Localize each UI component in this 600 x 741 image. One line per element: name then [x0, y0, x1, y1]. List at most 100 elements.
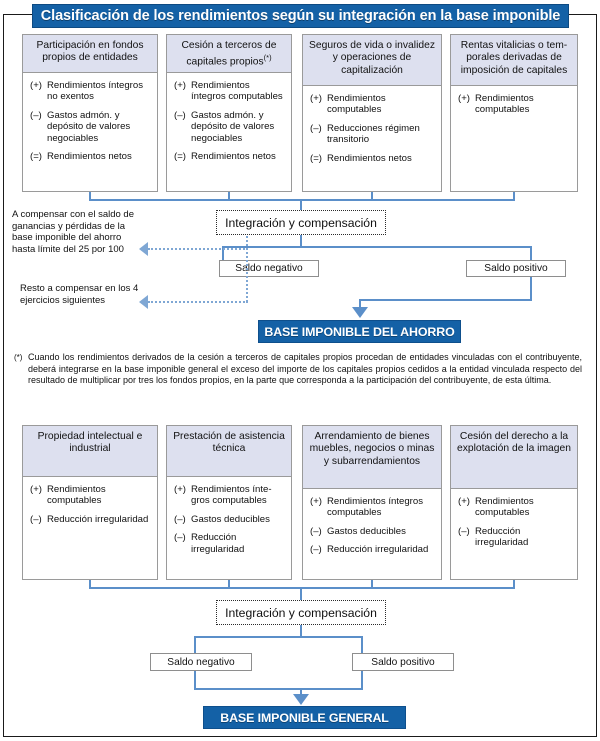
item-sign: (=): [310, 152, 322, 164]
item-sign: (–): [30, 109, 42, 121]
item-text: Gastos admón. y depósito de valores nego…: [191, 109, 275, 144]
item-sign: (=): [30, 151, 42, 163]
list-item: (–) Gastos deducibles: [174, 514, 285, 525]
note-compensar-ganancias-perdidas: A compensar con el saldo de ganancias y …: [12, 209, 134, 255]
item-sign: (=): [174, 151, 186, 163]
item-text: Rendimientos computables: [475, 93, 534, 116]
connector-stub-col4: [513, 192, 515, 200]
category-title: Seguros de vida o inva­lidez y operacion…: [303, 35, 441, 86]
list-item: (–) Reducción irregularidad: [174, 532, 285, 555]
arrow-left-note2: [139, 295, 148, 309]
item-text: Rendimientos computables: [327, 93, 386, 116]
category-items: (+) Rendimientos computables: [451, 86, 577, 129]
dotted-connector-vertical-savings: [246, 236, 248, 302]
category-items: (+) Rendimientos computables (–) Reducci…: [451, 489, 577, 562]
item-text: Rendimientos computables: [475, 496, 534, 519]
list-item: (=) Rendimientos netos: [174, 151, 285, 162]
category-title: Cesión a terceros de capitales propios(*…: [167, 35, 291, 73]
item-text: Reducción irregularidad: [475, 525, 529, 549]
item-sign: (–): [174, 109, 186, 121]
list-item: (–) Reducción irregularidad: [30, 514, 151, 525]
saldo-positivo-box-savings: Saldo positivo: [466, 260, 566, 277]
list-item: (=) Rendimientos netos: [310, 153, 435, 164]
item-text: Rendimientos netos: [191, 151, 276, 163]
connector-split-bus-general: [194, 636, 363, 638]
connector-stub-col1: [89, 192, 91, 200]
item-text: Gastos admón. y depósito de valores nego…: [47, 109, 131, 144]
category-title: Arrendamiento de bienes muebles, negocio…: [303, 426, 441, 489]
item-sign: (+): [458, 496, 470, 507]
connector-stub-gen-col1: [89, 580, 91, 588]
item-text: Reducción irregularidad: [47, 513, 149, 525]
connector-to-result-savings: [359, 299, 361, 309]
list-item: (+) Rendimientos computables: [458, 496, 571, 519]
footnote-text: Cuando los rendimientos derivados de la …: [28, 352, 582, 386]
connector-to-result-general: [300, 688, 302, 696]
list-item: (–) Gastos deducibles: [310, 526, 435, 537]
connector-merge-bus-general: [194, 688, 363, 690]
connector-stub-gen-col2: [228, 580, 230, 588]
category-box-rentas-vitalicias: Rentas vitalicias o tem­porales derivada…: [450, 34, 578, 192]
item-sign: (–): [310, 122, 322, 134]
category-items: (+) Rendimientos computables (–) Reducci…: [303, 86, 441, 177]
item-sign: (–): [310, 544, 322, 556]
item-sign: (–): [30, 513, 42, 525]
connector-stub-gen-col3: [371, 580, 373, 588]
category-box-cesion-terceros-capitales: Cesión a terceros de capitales propios(*…: [166, 34, 292, 192]
connector-bus-to-integration-savings: [300, 199, 302, 210]
item-text: Reducción irregularidad: [327, 544, 429, 556]
connector-split-left-savings: [222, 246, 224, 260]
list-item: (+) Rendimientos computables: [30, 484, 151, 507]
list-item: (+) Rendimientos íntegros computables: [174, 80, 285, 103]
item-text: Gastos deducibles: [327, 525, 406, 537]
arrow-left-note1: [139, 242, 148, 256]
list-item: (+) Rendimientos computables: [458, 93, 571, 116]
item-sign: (+): [30, 80, 42, 91]
note-resto-compensar-4-ejercicios: Resto a compensar en los 4 ejer­cicios s…: [20, 283, 139, 306]
category-items: (+) Rendimientos íntegros computables (–…: [167, 73, 291, 175]
footnote-mark: (*): [14, 353, 23, 362]
connector-split-right-savings: [530, 246, 532, 260]
connector-bus-savings: [89, 199, 515, 201]
connector-bus-general: [89, 587, 515, 589]
item-text: Reducciones régimen transitorio: [327, 122, 420, 146]
category-items: (+) Rendimientos íntegros no exentos (–)…: [23, 73, 157, 175]
integration-box-general: Integración y compensación: [216, 600, 386, 625]
result-base-imponible-general: BASE IMPONIBLE GENERAL: [203, 706, 406, 729]
connector-integration-down-savings: [300, 235, 302, 247]
arrow-down-to-general-result: [293, 694, 309, 705]
category-box-propiedad-intelectual: Propiedad intelectual e industrial (+) R…: [22, 425, 158, 580]
item-text: Rendimientos netos: [327, 152, 412, 164]
dotted-connector-note1: [148, 248, 248, 250]
category-title: Propiedad intelectual e industrial: [23, 426, 157, 477]
list-item: (+) Rendimientos ínte­gros computables: [310, 496, 435, 519]
page-title: Clasificación de los rendimientos según …: [32, 4, 569, 28]
connector-positivo-left-savings: [359, 299, 532, 301]
connector-stub-gen-col4: [513, 580, 515, 588]
category-box-arrendamiento-bienes-muebles: Arrendamiento de bienes muebles, negocio…: [302, 425, 442, 580]
list-item: (+) Rendimientos computables: [310, 93, 435, 116]
item-text: Rendimientos ínte­gros computables: [191, 484, 272, 507]
item-text: Reducción irregularidad: [191, 532, 245, 555]
list-item: (=) Rendimientos netos: [30, 151, 151, 162]
connector-split-bus-savings: [222, 246, 532, 248]
item-text: Rendimientos netos: [47, 151, 132, 163]
saldo-positivo-box-general: Saldo positivo: [352, 653, 454, 671]
category-items: (+) Rendimientos ínte­gros computables (…: [167, 477, 291, 568]
category-items: (+) Rendimientos computables (–) Reducci…: [23, 477, 157, 538]
list-item: (–) Reducción irregularidad: [310, 544, 435, 555]
category-title: Rentas vitalicias o tem­porales derivada…: [451, 35, 577, 86]
category-box-prestacion-asistencia-tecnica: Prestación de asistencia técnica (+) Ren…: [166, 425, 292, 580]
footnote-marker: (*): [263, 53, 272, 63]
item-sign: (–): [458, 525, 470, 537]
category-box-cesion-derecho-imagen: Cesión del derecho a la explotación de l…: [450, 425, 578, 580]
saldo-negativo-box-savings: Saldo negativo: [219, 260, 319, 277]
category-title-text: Cesión a terceros de capitales propios: [181, 40, 277, 68]
item-sign: (+): [30, 484, 42, 495]
list-item: (+) Rendimientos ínte­gros computables: [174, 484, 285, 507]
saldo-negativo-box-general: Saldo negativo: [150, 653, 252, 671]
list-item: (+) Rendimientos íntegros no exentos: [30, 80, 151, 103]
item-sign: (+): [310, 496, 322, 507]
item-sign: (+): [174, 80, 186, 91]
